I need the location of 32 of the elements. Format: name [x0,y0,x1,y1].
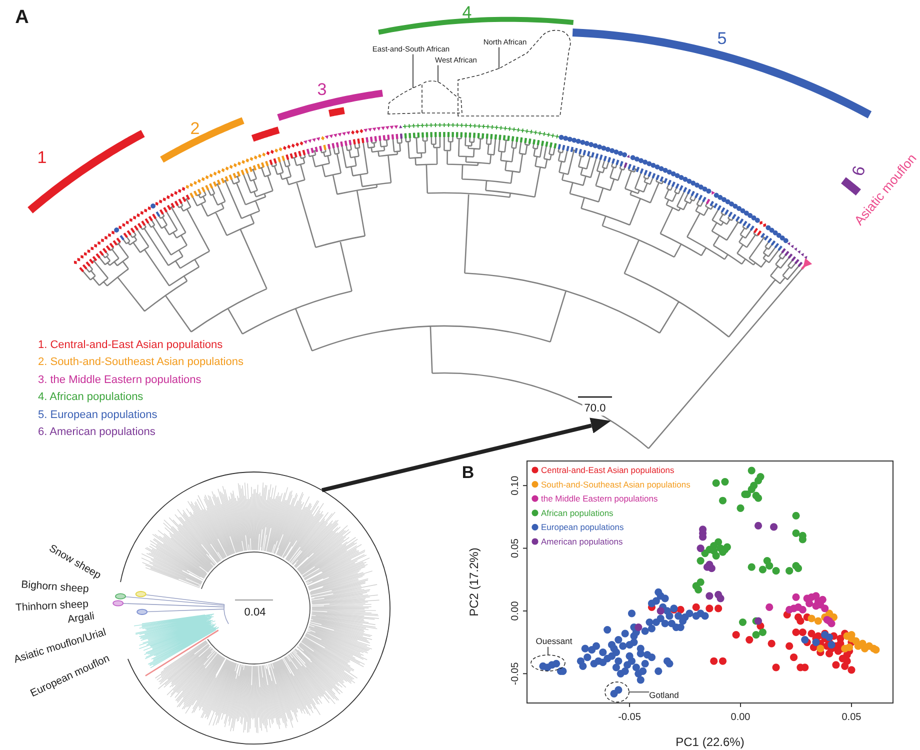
axis-tick-label: 0.00 [510,601,521,621]
axis-tick-label: 0.10 [510,476,521,496]
legend-label: European populations [541,522,624,532]
axis-tick-label: -0.05 [618,712,641,723]
legend-label: Central-and-East Asian populations [541,465,674,475]
panel-letter: B [462,463,474,483]
legend-label: African populations [541,508,614,518]
legend-label: 3. the Middle Eastern populations [38,374,202,386]
legend-label: the Middle Eastern populations [541,494,658,504]
axis-tick-label: 0.05 [842,712,862,723]
clade-number: 5 [717,29,727,49]
axis-tick-label: 0.00 [730,712,750,723]
clade-number: 3 [317,80,327,100]
legend-label: 1. Central-and-East Asian populations [38,339,223,352]
clade-number: 6 [848,164,870,178]
axis-title: PC2 (17.2%) [467,548,481,616]
legend-label: 6. American populations [38,426,156,439]
legend-label: 5. European populations [38,408,158,422]
legend-label: South-and-Southeast Asian populations [541,479,690,490]
panel-letter: A [15,7,29,29]
axis-tick-label: 0.05 [510,538,521,558]
species-label: Bighorn sheep [20,578,90,596]
legend-label: American populations [541,536,623,546]
axis-title: PC1 (22.6%) [676,735,744,749]
scale-label: 70.0 [582,402,608,416]
scale-label: 0.04 [244,606,266,620]
legend-label: 4. African populations [38,391,144,404]
legend-label: 2. South-and-Southeast Asian populations [38,356,244,370]
clade-number: 4 [462,3,472,23]
clade-number: 1 [37,148,47,168]
axis-tick-label: -0.05 [510,662,521,686]
clade-number: 2 [190,119,200,139]
